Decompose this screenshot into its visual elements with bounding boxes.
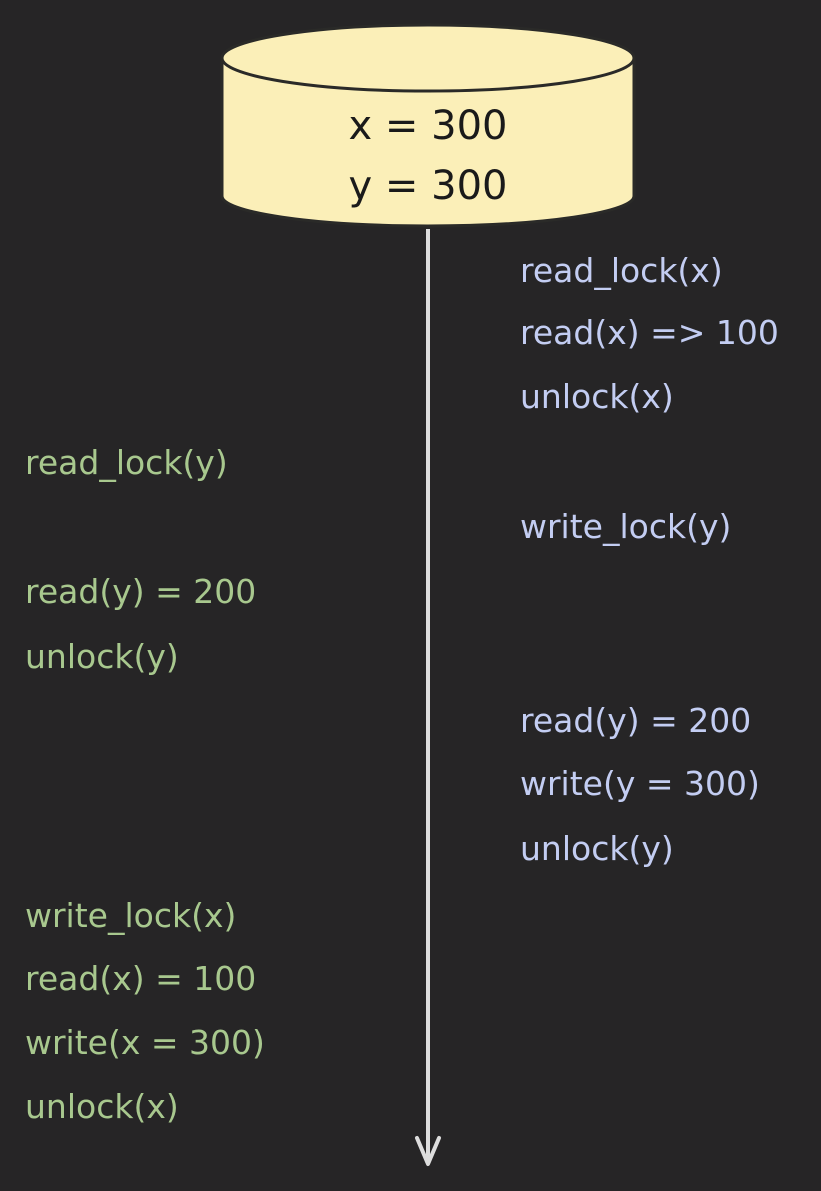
database-body [220, 58, 636, 228]
right-txn-read-x: read(x) => 100 [520, 313, 779, 352]
left-txn-write-x: write(x = 300) [25, 1023, 265, 1062]
database-cylinder [220, 23, 636, 228]
database-x-value: x = 300 [348, 103, 508, 149]
database-y-value: y = 300 [348, 163, 508, 209]
right-txn-write-lock-y: write_lock(y) [520, 507, 732, 546]
right-txn-read-y: read(y) = 200 [520, 701, 752, 740]
left-txn-read-y: read(y) = 200 [25, 572, 257, 611]
right-txn-unlock-x: unlock(x) [520, 377, 674, 416]
left-txn-unlock-y: unlock(y) [25, 637, 179, 676]
left-txn-write-lock-x: write_lock(x) [25, 896, 237, 935]
right-txn-write-y: write(y = 300) [520, 764, 760, 803]
database-top [220, 23, 636, 93]
timeline-arrow [415, 229, 441, 1166]
left-txn-read-x: read(x) = 100 [25, 959, 257, 998]
right-txn-unlock-y: unlock(y) [520, 829, 674, 868]
right-txn-read-lock-x: read_lock(x) [520, 251, 723, 290]
timeline-arrowhead [415, 1136, 441, 1166]
left-txn-read-lock-y: read_lock(y) [25, 443, 228, 482]
left-txn-unlock-x: unlock(x) [25, 1087, 179, 1126]
